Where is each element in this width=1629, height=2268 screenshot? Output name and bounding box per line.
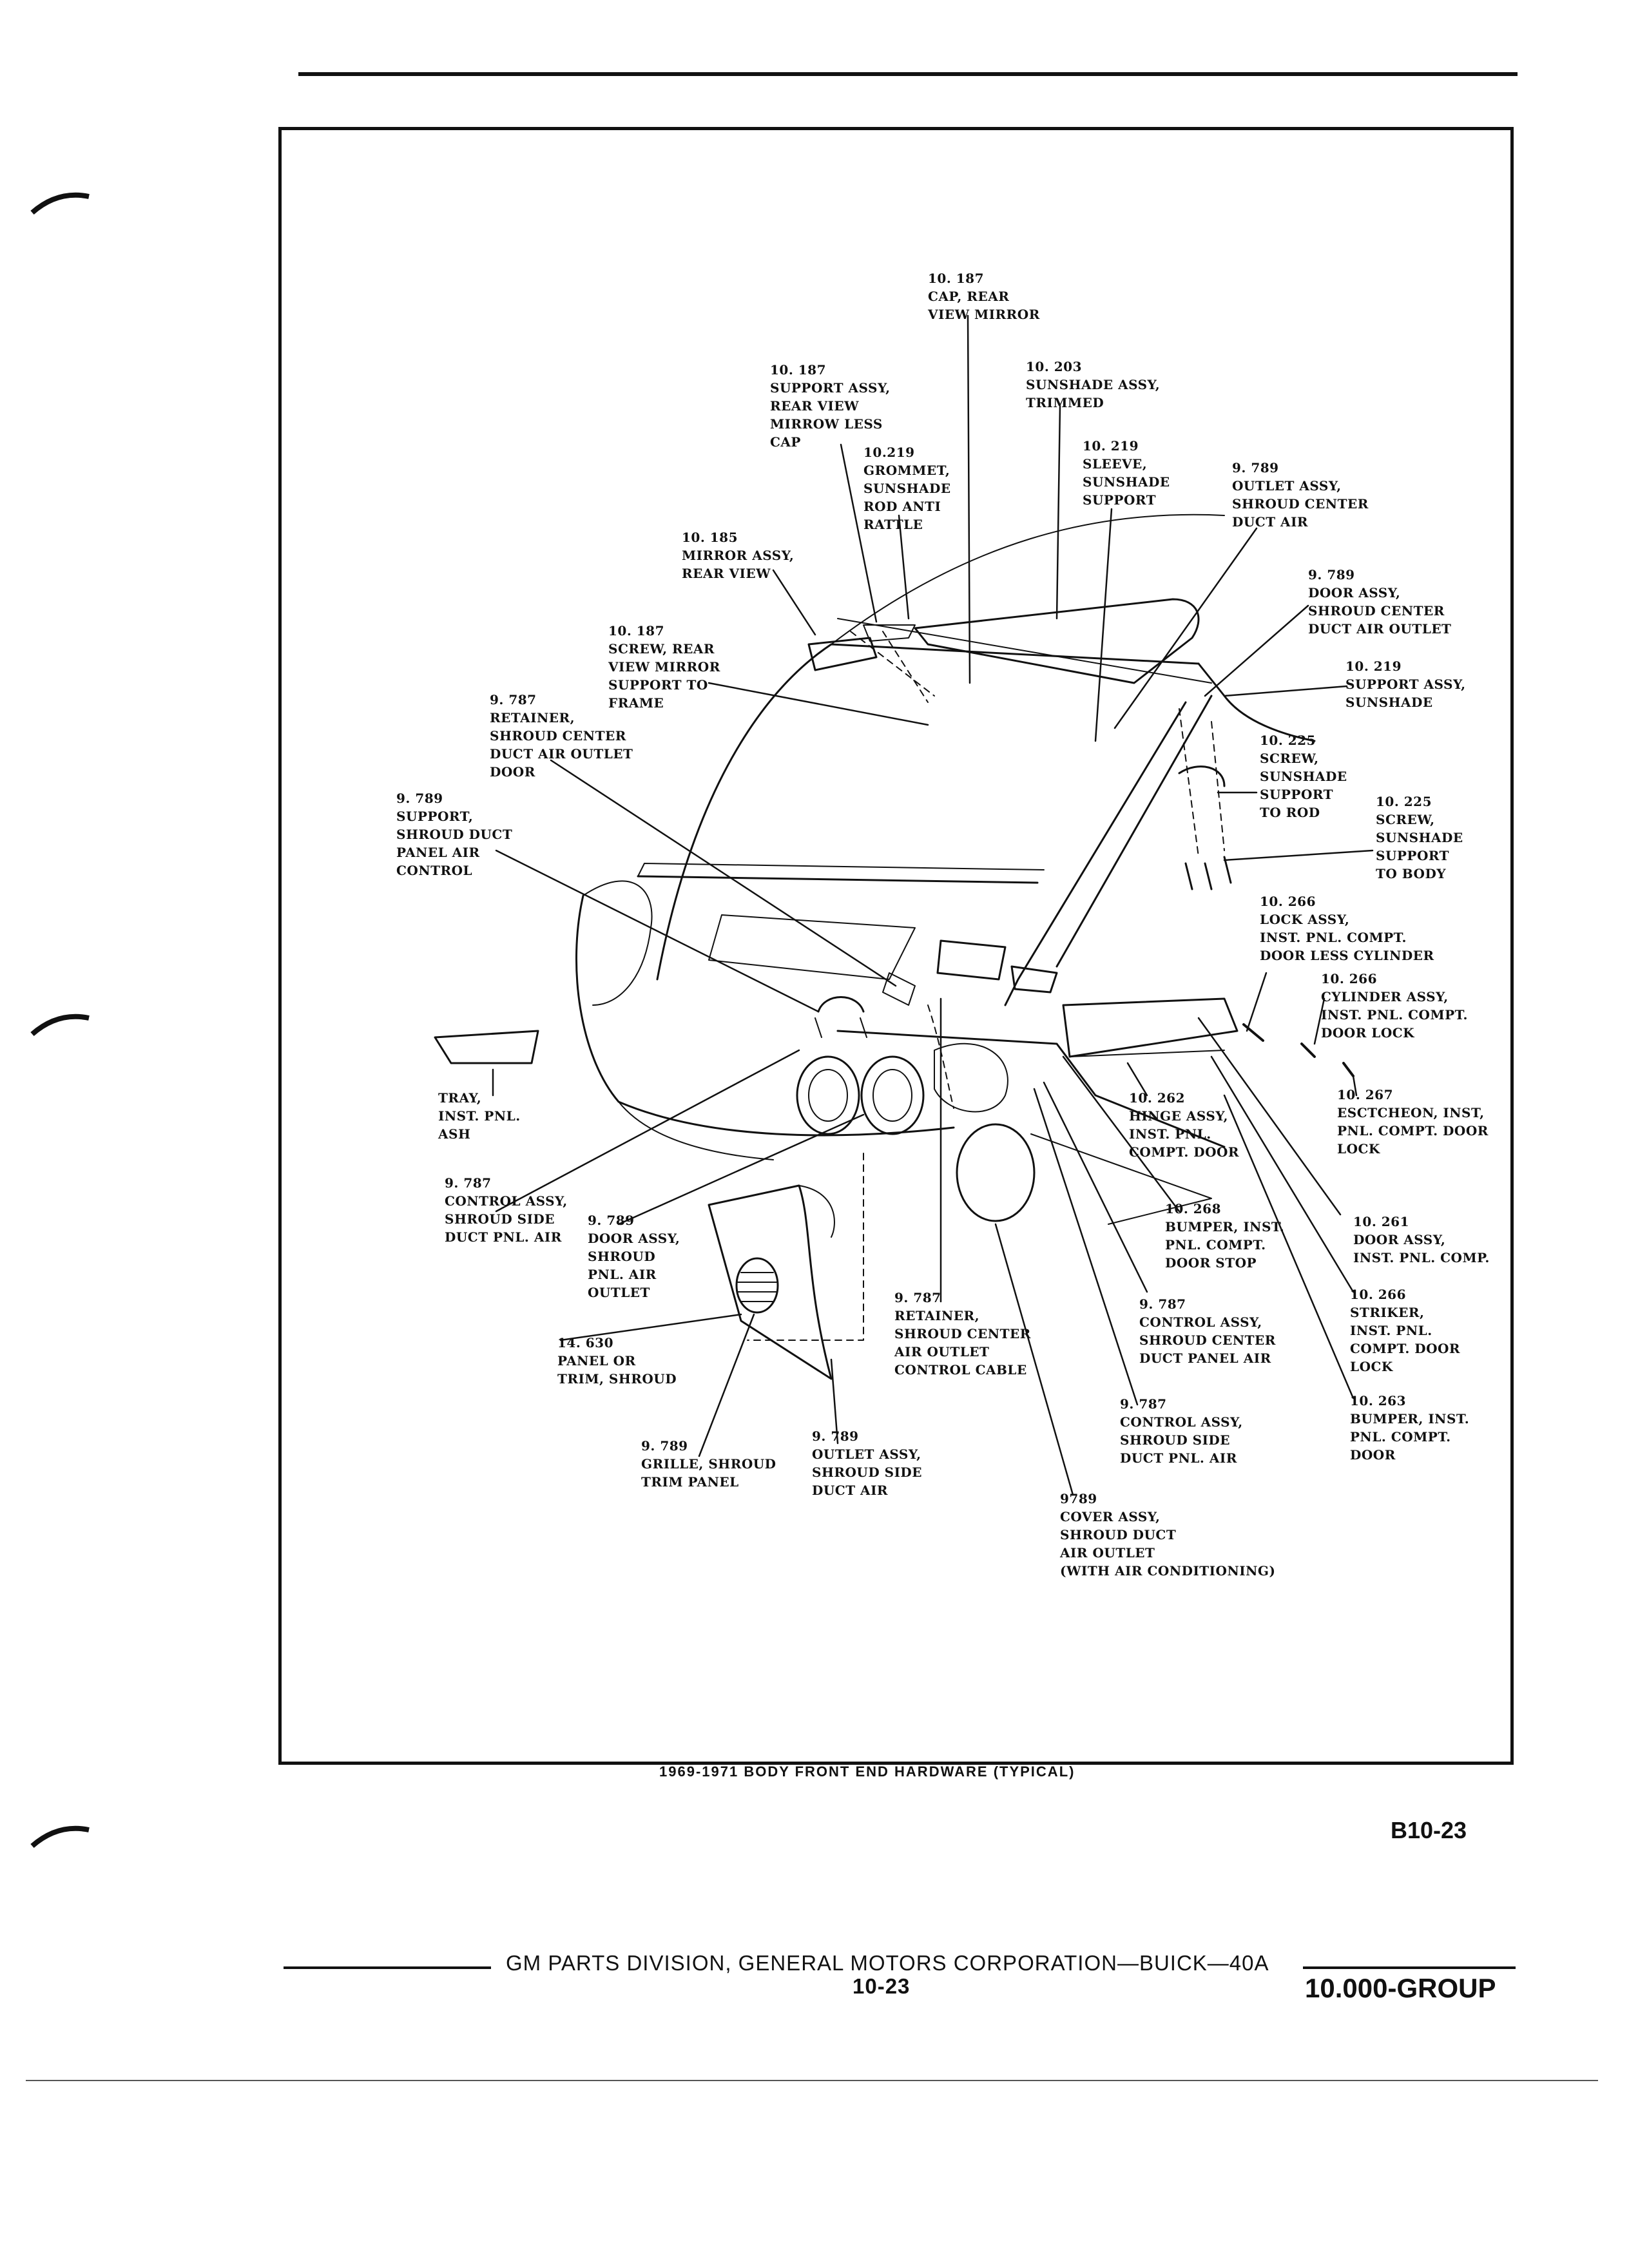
footer-page-number: 10-23 [853, 1974, 911, 1998]
bottom-rule [26, 2080, 1598, 2081]
callout-bumper-compt-door: 10. 263 BUMPER, INST. PNL. COMPT. DOOR [1350, 1393, 1470, 1463]
callout-door-assy-shroud-pnl: 9. 789 DOOR ASSY, SHROUD PNL. AIR OUTLET [588, 1213, 680, 1300]
callout-support-assy-sunshade: 10. 219 SUPPORT ASSY, SUNSHADE [1345, 658, 1466, 710]
callout-grommet-sunshade: 10.219 GROMMET, SUNSHADE ROD ANTI RATTLE [863, 445, 951, 532]
callout-outlet-assy-shroud-center: 9. 789 OUTLET ASSY, SHROUD CENTER DUCT A… [1232, 460, 1369, 530]
page-id: B10-23 [1391, 1817, 1467, 1843]
figure-frame [278, 127, 1514, 1765]
callout-retainer-shroud-center: 9. 787 RETAINER, SHROUD CENTER DUCT AIR … [490, 692, 633, 780]
callout-cover-assy-shroud-duct: 9789 COVER ASSY, SHROUD DUCT AIR OUTLET … [1060, 1491, 1276, 1579]
callout-cap-rear-view-mirror: 10. 187 CAP, REAR VIEW MIRROR [928, 271, 1040, 322]
callout-screw-rear-view-mirror: 10. 187 SCREW, REAR VIEW MIRROR SUPPORT … [608, 623, 720, 711]
callout-sunshade-assy: 10. 203 SUNSHADE ASSY, TRIMMED [1026, 359, 1161, 410]
callout-bumper-door-stop: 10. 268 BUMPER, INST. PNL. COMPT. DOOR S… [1165, 1201, 1285, 1271]
top-rule [298, 72, 1518, 76]
callout-screw-sunshade-support-to-body: 10. 225 SCREW, SUNSHADE SUPPORT TO BODY [1376, 794, 1463, 881]
callout-support-assy-rear-view-mirror: 10. 187 SUPPORT ASSY, REAR VIEW MIRROW L… [770, 362, 891, 450]
callout-lock-assy: 10. 266 LOCK ASSY, INST. PNL. COMPT. DOO… [1260, 894, 1434, 963]
callout-hinge-assy: 10. 262 HINGE ASSY, INST. PNL. COMPT. DO… [1129, 1090, 1240, 1160]
callout-panel-trim-shroud: 14. 630 PANEL OR TRIM, SHROUD [557, 1335, 677, 1387]
callout-mirror-assy: 10. 185 MIRROR ASSY, REAR VIEW [682, 530, 795, 581]
callout-screw-sunshade-support-to-rod: 10. 225 SCREW, SUNSHADE SUPPORT TO ROD [1260, 733, 1347, 820]
callout-striker: 10. 266 STRIKER, INST. PNL. COMPT. DOOR … [1350, 1287, 1461, 1374]
callout-sleeve-sunshade: 10. 219 SLEEVE, SUNSHADE SUPPORT [1083, 438, 1170, 508]
callout-control-assy-shroud-center: 9. 787 CONTROL ASSY, SHROUD CENTER DUCT … [1139, 1296, 1276, 1366]
footer-group: 10.000-GROUP [1305, 1973, 1496, 2003]
binder-marks [30, 192, 90, 1849]
callout-retainer-control-cable: 9. 787 RETAINER, SHROUD CENTER AIR OUTLE… [894, 1290, 1031, 1378]
figure-caption: 1969-1971 BODY FRONT END HARDWARE (TYPIC… [659, 1763, 1075, 1780]
callout-outlet-assy-shroud-side: 9. 789 OUTLET ASSY, SHROUD SIDE DUCT AIR [812, 1428, 923, 1498]
callout-door-assy-inst-pnl: 10. 261 DOOR ASSY, INST. PNL. COMP. [1353, 1214, 1490, 1265]
callout-escutcheon: 10. 267 ESCTCHEON, INST, PNL. COMPT. DOO… [1337, 1087, 1489, 1157]
callout-tray-ash: TRAY, INST. PNL. ASH [438, 1090, 521, 1142]
callout-door-assy-shroud-center: 9. 789 DOOR ASSY, SHROUD CENTER DUCT AIR… [1308, 567, 1452, 637]
callout-support-shroud-duct: 9. 789 SUPPORT, SHROUD DUCT PANEL AIR CO… [396, 791, 513, 878]
callout-grille-shroud: 9. 789 GRILLE, SHROUD TRIM PANEL [641, 1438, 776, 1490]
footer-rule-right [1303, 1966, 1516, 1969]
callout-cylinder-assy: 10. 266 CYLINDER ASSY, INST. PNL. COMPT.… [1321, 971, 1468, 1041]
callout-control-assy-shroud-side: 9. 787 CONTROL ASSY, SHROUD SIDE DUCT PN… [445, 1175, 568, 1245]
footer-publisher: GM PARTS DIVISION, GENERAL MOTORS CORPOR… [506, 1951, 1269, 1975]
footer-rule-left [284, 1966, 491, 1969]
callout-control-assy-shroud-side-2: 9. 787 CONTROL ASSY, SHROUD SIDE DUCT PN… [1120, 1396, 1243, 1466]
